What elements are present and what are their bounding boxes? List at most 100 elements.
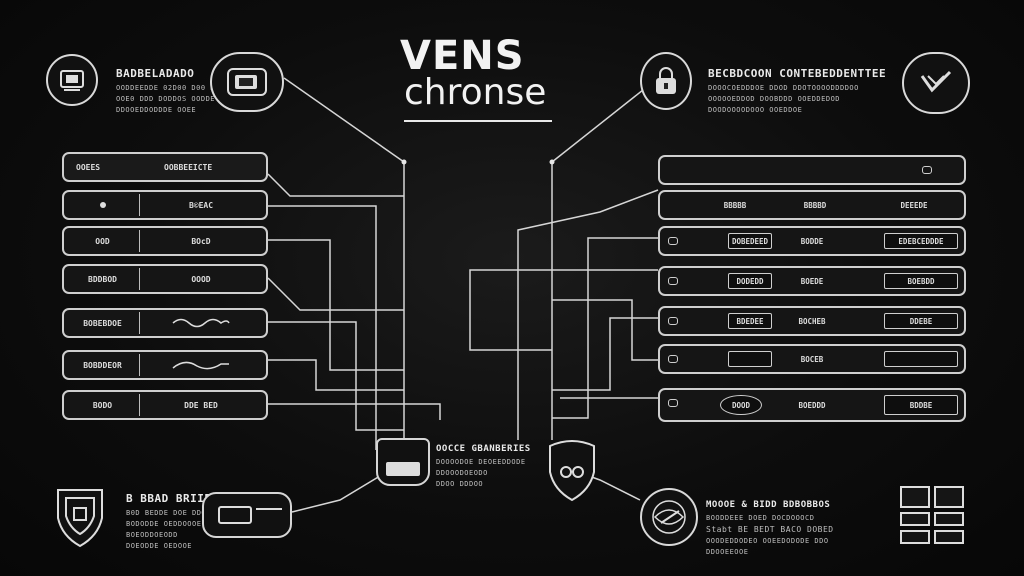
left-list-row[interactable]: BODO DDE BED	[62, 390, 268, 420]
right-row-col-2: BOCHEB	[798, 316, 826, 326]
left-row-label	[66, 194, 140, 216]
shield-glyph	[549, 440, 595, 502]
left-list-row[interactable]: B©EAC	[62, 190, 268, 220]
bottom-center-line-1: DOOOODOE DEOEEDDODE	[436, 458, 526, 466]
right-list-header: BBBBB BBBBD DEEEDE	[658, 190, 966, 220]
left-row-value: DDE BED	[184, 400, 218, 410]
bottom-right-line-3: OOODEDDODEO OOEEDODODE DDO	[706, 537, 829, 545]
lock-icon	[640, 52, 692, 110]
right-row-col-3[interactable]	[884, 351, 958, 367]
right-header-col-2: BBBBD	[803, 200, 827, 210]
vr-headset-icon	[202, 492, 292, 538]
right-list-row[interactable]: BDEDEE BOCHEB DDEBE	[658, 306, 966, 336]
right-list-top-bar	[658, 155, 966, 185]
top-left-heading: BADBELADADO	[116, 67, 195, 80]
title-line-2: chronse	[404, 72, 547, 113]
grid-cell	[934, 486, 964, 508]
right-row-col-2: BOEDE	[800, 276, 824, 286]
left-row-label: BODO	[66, 394, 140, 416]
bottom-center-heading: OOCCE GBANBERIES	[436, 444, 531, 454]
globe-icon	[640, 488, 698, 546]
left-header-col-2: OOBBEEICTE	[164, 162, 213, 172]
bottom-center-text-block: OOCCE GBANBERIES DOOOODOE DEOEEDDODE DDO…	[436, 444, 531, 488]
top-right-line-2: OOOOOEDDOD DOOBDDD OOEDDEDOD	[708, 95, 841, 103]
eye-icon	[99, 202, 106, 208]
right-row-col-3[interactable]: BOEBDD	[884, 273, 958, 289]
row-indicator	[668, 355, 678, 363]
bottom-right-heading: MOOOE & BIDD BDBOBBOS	[706, 500, 831, 510]
left-list-header: OOEES OOBBEEICTE	[62, 152, 268, 182]
bottom-center-line-2: DDOOODOEODO	[436, 469, 488, 477]
left-row-value: B©EAC	[188, 200, 214, 210]
row-indicator	[668, 237, 678, 245]
case-icon	[210, 52, 284, 112]
bottom-left-line-4: DOEODDE OEDOOE	[126, 542, 193, 550]
right-list-row[interactable]: DOBEDEED BODDE EDEBCEDDDE	[658, 226, 966, 256]
shield-check-icon	[902, 52, 970, 114]
right-row-col-3[interactable]: BDDBE	[884, 395, 958, 415]
grid-cell	[900, 512, 930, 526]
top-bar-dot	[922, 166, 932, 174]
top-left-line-3: DDOOEDDODDDE OOEE	[116, 106, 197, 114]
right-row-col-1: BDEDEE	[728, 313, 772, 329]
top-right-heading: BECBDCOON CONTEBEDDENTTEE	[708, 67, 887, 80]
check-glyph	[920, 70, 952, 93]
badge-glyph	[57, 489, 103, 548]
row-indicator	[668, 399, 678, 407]
title-underline	[404, 120, 552, 122]
grid-cell	[934, 530, 964, 544]
globe-glyph	[652, 500, 686, 534]
right-list-row[interactable]: DOOD BOEDDD BDDBE	[658, 388, 966, 422]
row-indicator	[668, 277, 678, 285]
case-glyph	[227, 68, 267, 96]
bottom-left-text-block: B BBAD BRIIES B0D BEDDE DOE DDOOTE BODOD…	[126, 492, 220, 550]
row-indicator	[668, 317, 678, 325]
left-row-label: BDDBOD	[66, 268, 140, 290]
right-list-row[interactable]: DODEDD BOEDE BOEBDD	[658, 266, 966, 296]
bottom-right-text-block: MOOOE & BIDD BDBOBBOS BOODDEEE DOED DOCD…	[706, 500, 834, 556]
right-header-col-1: BBBBB	[723, 200, 747, 210]
left-header-col-1: OOEES	[76, 162, 101, 172]
right-row-col-1	[728, 351, 772, 367]
right-row-col-3[interactable]: EDEBCEDDDE	[884, 233, 958, 249]
right-list-row[interactable]: BOCEB	[658, 344, 966, 374]
shield-icon	[544, 438, 600, 502]
top-left-text-block: BADBELADADO OODDEEDDE 02D00 D00 DOO DD O…	[116, 67, 239, 114]
bottom-right-line-1: BOODDEEE DOED DOCDOOOCD	[706, 514, 815, 522]
left-list-row[interactable]: BOBEBDOE	[62, 308, 268, 338]
title-line-1: VENS	[400, 33, 525, 79]
right-row-col-2: BOCEB	[800, 354, 824, 364]
grid-cell	[900, 530, 930, 544]
headset-lens	[218, 506, 252, 524]
lock-glyph	[656, 67, 676, 94]
right-row-col-1: DOOD	[720, 395, 762, 415]
left-list-row[interactable]: BOBDDEOR	[62, 350, 268, 380]
wave-icon	[172, 361, 229, 370]
drive-icon	[376, 438, 430, 486]
badge-icon	[52, 484, 108, 548]
bottom-right-line-4: DDOOEEOOE	[706, 548, 749, 556]
bottom-center-line-3: DDOO DDDOO	[436, 480, 484, 488]
left-row-label: BOBEBDOE	[66, 312, 140, 334]
drive-slot	[386, 462, 420, 476]
right-header-col-3: DEEEDE	[900, 200, 928, 210]
left-list-row[interactable]: OOD BOcD	[62, 226, 268, 256]
left-list-row[interactable]: BDDBOD OOOD	[62, 264, 268, 294]
top-right-line-3: DOODOOOODOOO OOEDDOE	[708, 106, 803, 114]
right-row-col-2: BODDE	[800, 236, 824, 246]
grid-cell	[934, 512, 964, 526]
right-row-col-3[interactable]: DDEBE	[884, 313, 958, 329]
left-row-value: OOOD	[191, 274, 211, 284]
right-row-col-2: BOEDDD	[798, 400, 826, 410]
bottom-left-line-3: BOEODDOEODD	[126, 531, 178, 539]
grid-cell	[900, 486, 930, 508]
top-left-line-1: OODDEEDDE 02D00 D00 DOO DD	[116, 84, 239, 92]
left-row-value	[144, 354, 258, 376]
device-icon	[46, 54, 98, 106]
headset-strap	[256, 508, 282, 522]
top-right-text-block: BECBDCOON CONTEBEDDENTTEE DOOOCOEDDDOE D…	[708, 67, 886, 114]
top-left-line-2: OOE0 DDD DODDOS OODDE	[116, 95, 216, 103]
right-row-col-1: DODEDD	[728, 273, 772, 289]
server-grid-icon	[900, 486, 966, 546]
wave-icon	[172, 318, 230, 328]
